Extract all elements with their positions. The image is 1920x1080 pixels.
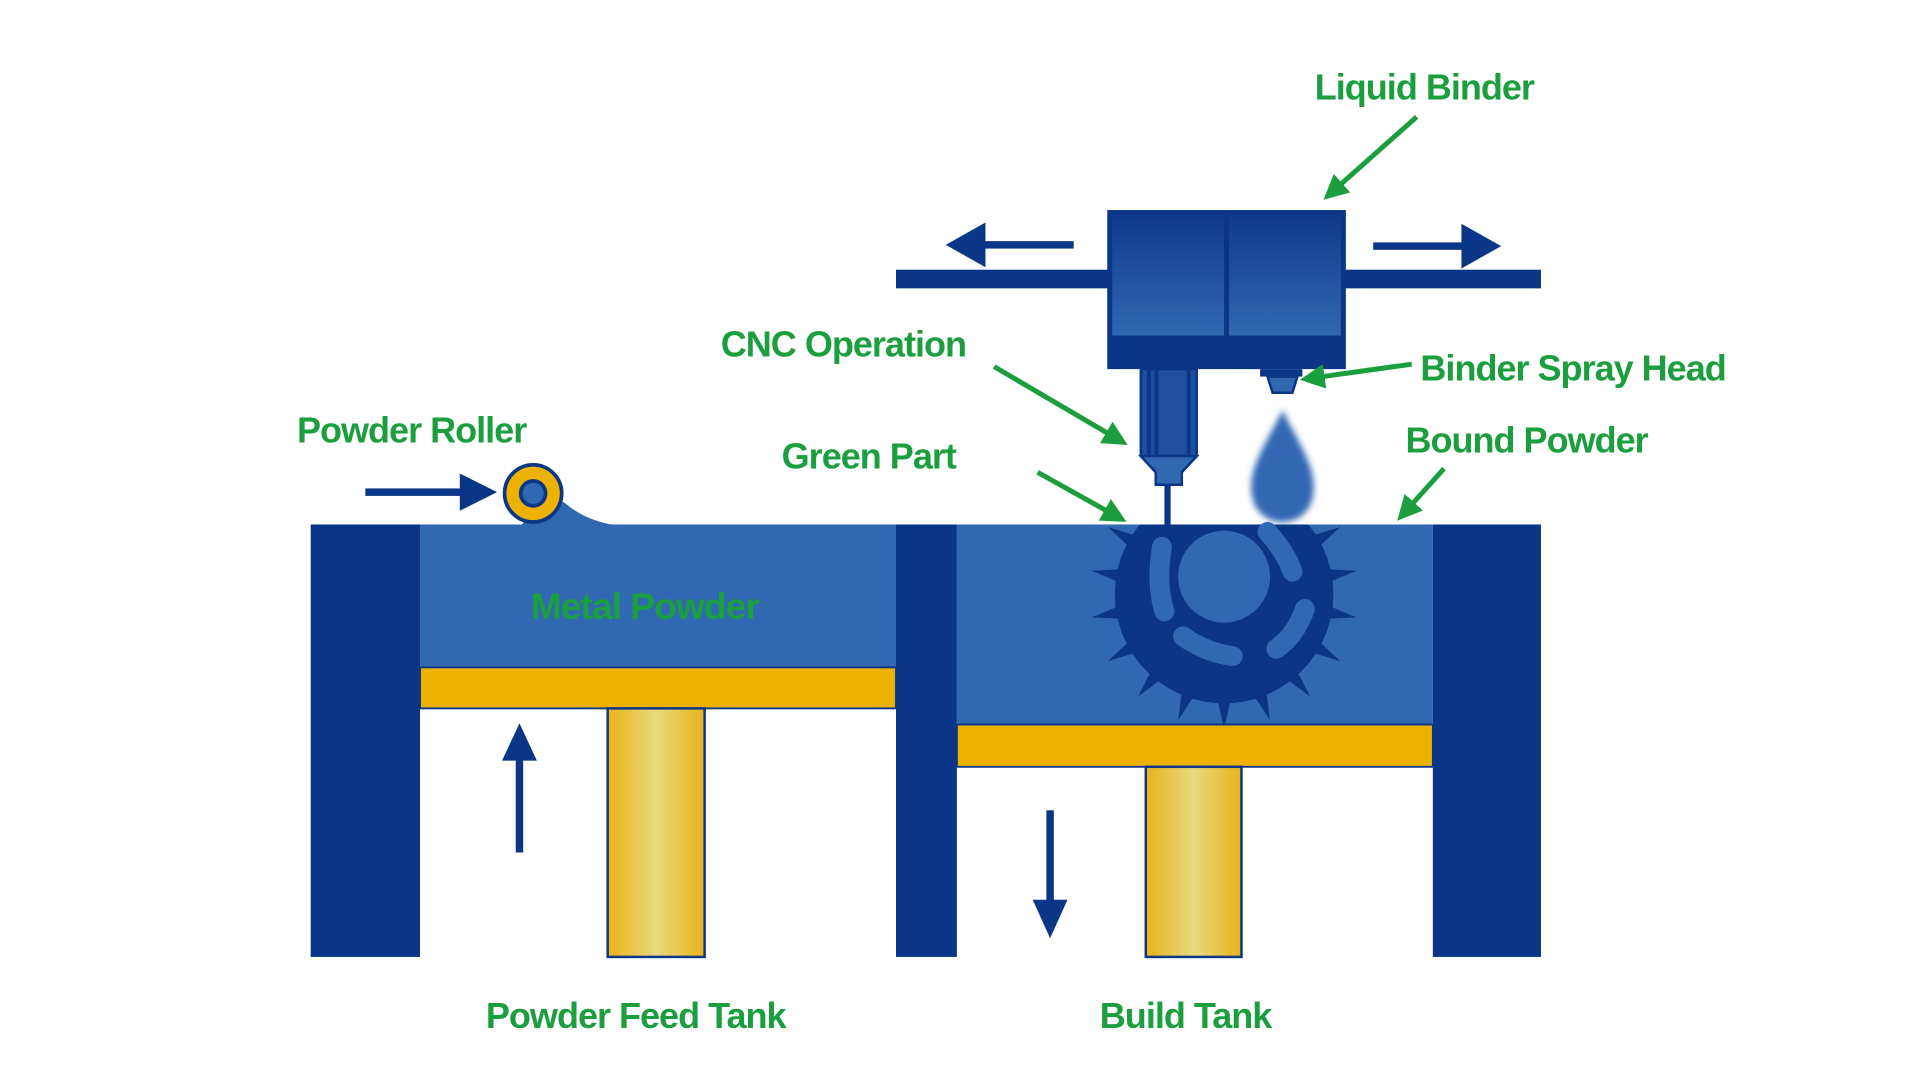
label-metal-powder: Metal Powder (531, 585, 760, 627)
cnc-operation-arrow-icon (992, 364, 1128, 445)
powder-feed-tank (310, 524, 897, 959)
cnc-tool (1137, 367, 1200, 525)
print-gantry (896, 210, 1541, 525)
build-tank-right-wall (1432, 524, 1541, 957)
gear-slot (1173, 626, 1243, 667)
binder-spray-head-arrow-icon (1299, 361, 1413, 389)
build-tank (955, 521, 1541, 959)
label-powder-roller: Powder Roller (297, 409, 527, 450)
label-bound-powder: Bound Powder (1406, 419, 1649, 460)
gear-slot (1266, 599, 1315, 659)
print-carriage (1107, 210, 1346, 370)
roller-core (518, 479, 548, 508)
powder-roller (365, 462, 612, 525)
feed-tank-platform (419, 666, 897, 710)
feed-tank-piston (606, 707, 706, 959)
build-piston-down-arrow-icon (1032, 810, 1068, 939)
feed-piston-up-arrow-icon (502, 723, 537, 853)
feed-tank-metal-powder (420, 524, 896, 668)
label-powder-feed-tank: Powder Feed Tank (486, 995, 788, 1036)
green-part-arrow-icon (1036, 470, 1127, 522)
label-liquid-binder: Liquid Binder (1315, 66, 1535, 107)
gear-slot (1257, 521, 1303, 582)
bound-powder-arrow-icon (1397, 466, 1446, 521)
callout-arrows (992, 114, 1446, 522)
label-green-part: Green Part (782, 436, 957, 477)
binder-droplet-icon (1251, 410, 1314, 522)
build-tank-platform (955, 723, 1434, 768)
middle-wall (896, 524, 957, 957)
gear-slot (1149, 536, 1175, 622)
feed-tank-left-wall (310, 524, 421, 957)
roller-right-arrow-icon (365, 473, 498, 511)
build-tank-piston (1144, 765, 1243, 959)
label-build-tank: Build Tank (1100, 995, 1273, 1036)
liquid-binder-arrow-icon (1323, 114, 1419, 200)
green-part-gear-icon (1091, 521, 1357, 725)
label-binder-spray-head: Binder Spray Head (1420, 347, 1725, 388)
label-cnc-operation: CNC Operation (721, 324, 966, 365)
carriage-left-arrow-icon (945, 222, 1074, 268)
binder-spray-head (1251, 369, 1314, 522)
carriage-right-arrow-icon (1373, 223, 1502, 269)
gear-hub (1178, 530, 1271, 623)
